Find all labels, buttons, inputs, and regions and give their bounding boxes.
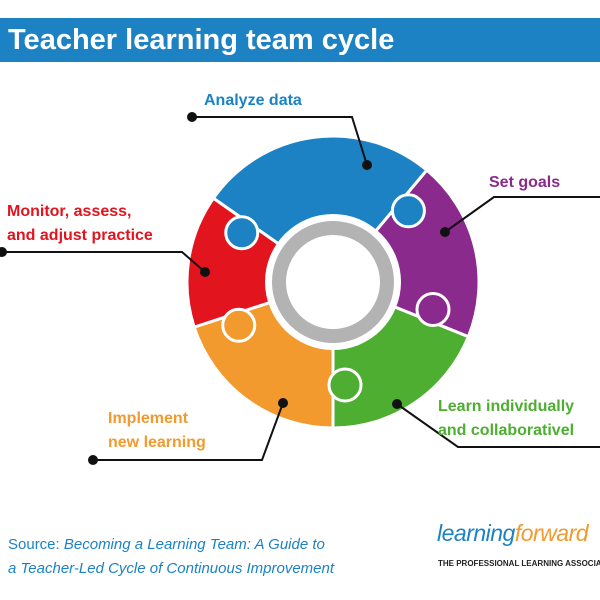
- step-implement-line1: Implement: [108, 410, 189, 427]
- step-goals-label: Set goals: [489, 174, 561, 191]
- puzzle-tab-2: [415, 291, 451, 327]
- source-title-line2: a Teacher-Led Cycle of Continuous Improv…: [8, 560, 335, 577]
- source-citation: Source: Becoming a Learning Team: A Guid…: [8, 533, 334, 581]
- connector-monitor: [2, 251, 206, 273]
- puzzle-tab-0: [224, 215, 260, 251]
- step-learn-line2: and collaborativel: [438, 422, 575, 439]
- step-implement-line2: new learning: [108, 434, 206, 451]
- learningforward-logo: learningforward: [437, 520, 589, 546]
- step-analyze-label: Analyze data: [204, 92, 302, 109]
- connector-learn: [396, 403, 600, 448]
- connector-dot-analyze: [187, 112, 197, 122]
- connector-implement: [93, 402, 284, 461]
- logo-tagline: THE PROFESSIONAL LEARNING ASSOCIATI: [438, 559, 600, 568]
- step-implement-label: Implement new learning: [108, 407, 206, 455]
- connector-dot-learn-end: [392, 399, 402, 409]
- source-prefix: Source:: [8, 536, 64, 553]
- step-monitor-label: Monitor, assess, and adjust practice: [7, 200, 153, 248]
- step-monitor-line1: Monitor, assess,: [7, 203, 132, 220]
- page-title: Teacher learning team cycle: [8, 24, 395, 56]
- connector-goals: [444, 196, 600, 233]
- connector-dot-monitor-end: [200, 267, 210, 277]
- puzzle-tab-4: [221, 307, 257, 343]
- connector-dot-monitor: [0, 247, 7, 257]
- connector-analyze: [192, 116, 368, 166]
- step-monitor-line2: and adjust practice: [7, 227, 153, 244]
- connector-dot-goals-end: [440, 227, 450, 237]
- center-hole: [287, 236, 379, 328]
- puzzle-tab-3: [327, 367, 363, 403]
- connector-dot-analyze-end: [362, 160, 372, 170]
- step-learn-line1: Learn individually: [438, 398, 575, 415]
- connector-dot-implement-end: [278, 398, 288, 408]
- title-bar: Teacher learning team cycle: [0, 18, 600, 62]
- step-learn-label: Learn individually and collaborativel: [438, 395, 574, 443]
- connector-dot-implement: [88, 455, 98, 465]
- puzzle-tab-1: [390, 193, 426, 229]
- source-title-line1: Becoming a Learning Team: A Guide to: [63, 536, 325, 553]
- center-gray-ring: [272, 221, 394, 343]
